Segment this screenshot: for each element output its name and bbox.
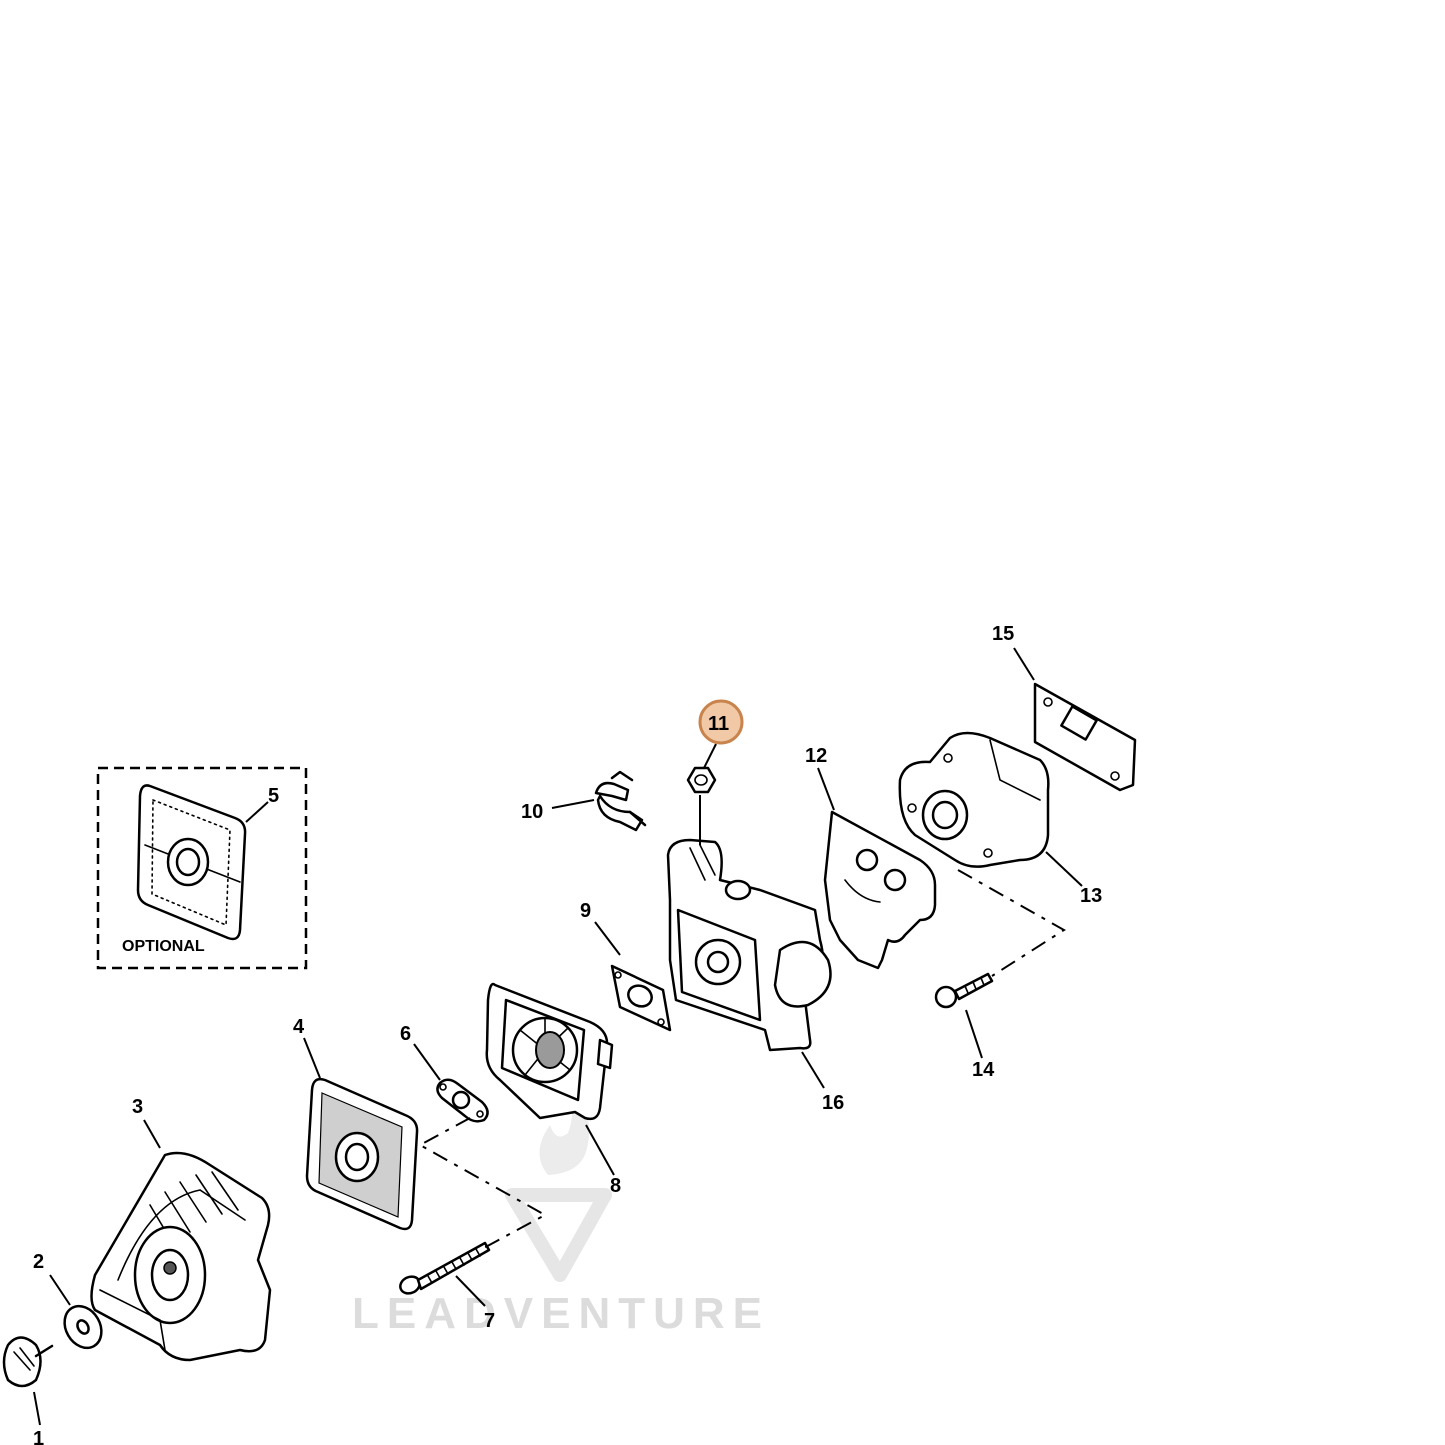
alignment-lines: [417, 869, 1066, 1251]
callout-14[interactable]: 14: [972, 1059, 995, 1081]
callout-7[interactable]: 7: [484, 1310, 495, 1332]
callout-15[interactable]: 15: [992, 623, 1014, 645]
callout-8[interactable]: 8: [610, 1175, 621, 1197]
callout-12[interactable]: 12: [805, 745, 827, 767]
optional-group: OPTIONAL: [96, 766, 308, 970]
part-11-nut: [686, 766, 717, 794]
callout-13[interactable]: 13: [1080, 885, 1102, 907]
watermark: LEADVENTURE: [352, 1088, 770, 1338]
callout-1[interactable]: 1: [33, 1428, 44, 1445]
part-3-air-cleaner-cover: [90, 1151, 272, 1362]
callout-9[interactable]: 9: [580, 900, 591, 922]
callout-11[interactable]: 11: [708, 713, 729, 735]
part-9-gasket: [610, 964, 672, 1032]
part-1-knob: [2, 1336, 54, 1388]
part-16-carburetor: [666, 838, 832, 1052]
part-2-washer: [63, 1304, 103, 1350]
callout-3[interactable]: 3: [132, 1096, 143, 1118]
callout-6[interactable]: 6: [400, 1023, 411, 1045]
part-15-gasket: [1033, 682, 1137, 792]
highlight-circle: [698, 699, 744, 745]
part-8-filter-housing: [485, 982, 614, 1121]
optional-label: OPTIONAL: [122, 938, 205, 955]
part-12-gasket: [823, 810, 937, 970]
leader-lines: [33, 647, 1083, 1426]
part-5-prefilter: [136, 784, 247, 941]
callout-5[interactable]: 5: [268, 785, 279, 807]
callout-4[interactable]: 4: [293, 1016, 305, 1038]
part-10-choke-lever: [594, 770, 647, 832]
callout-2[interactable]: 2: [33, 1251, 44, 1273]
part-4-filter: [305, 1077, 419, 1231]
part-7-bolt: [399, 1241, 491, 1295]
watermark-text: LEADVENTURE: [352, 1289, 770, 1338]
callout-10[interactable]: 10: [521, 801, 543, 823]
part-14-screw: [934, 972, 994, 1009]
callout-16[interactable]: 16: [822, 1092, 844, 1114]
part-13-insulator: [898, 731, 1050, 868]
callouts: 1 2 3 4 5 6 7 8 9 10 11 12 13 14 15 16: [33, 623, 1102, 1445]
part-6-plate: [436, 1078, 489, 1123]
